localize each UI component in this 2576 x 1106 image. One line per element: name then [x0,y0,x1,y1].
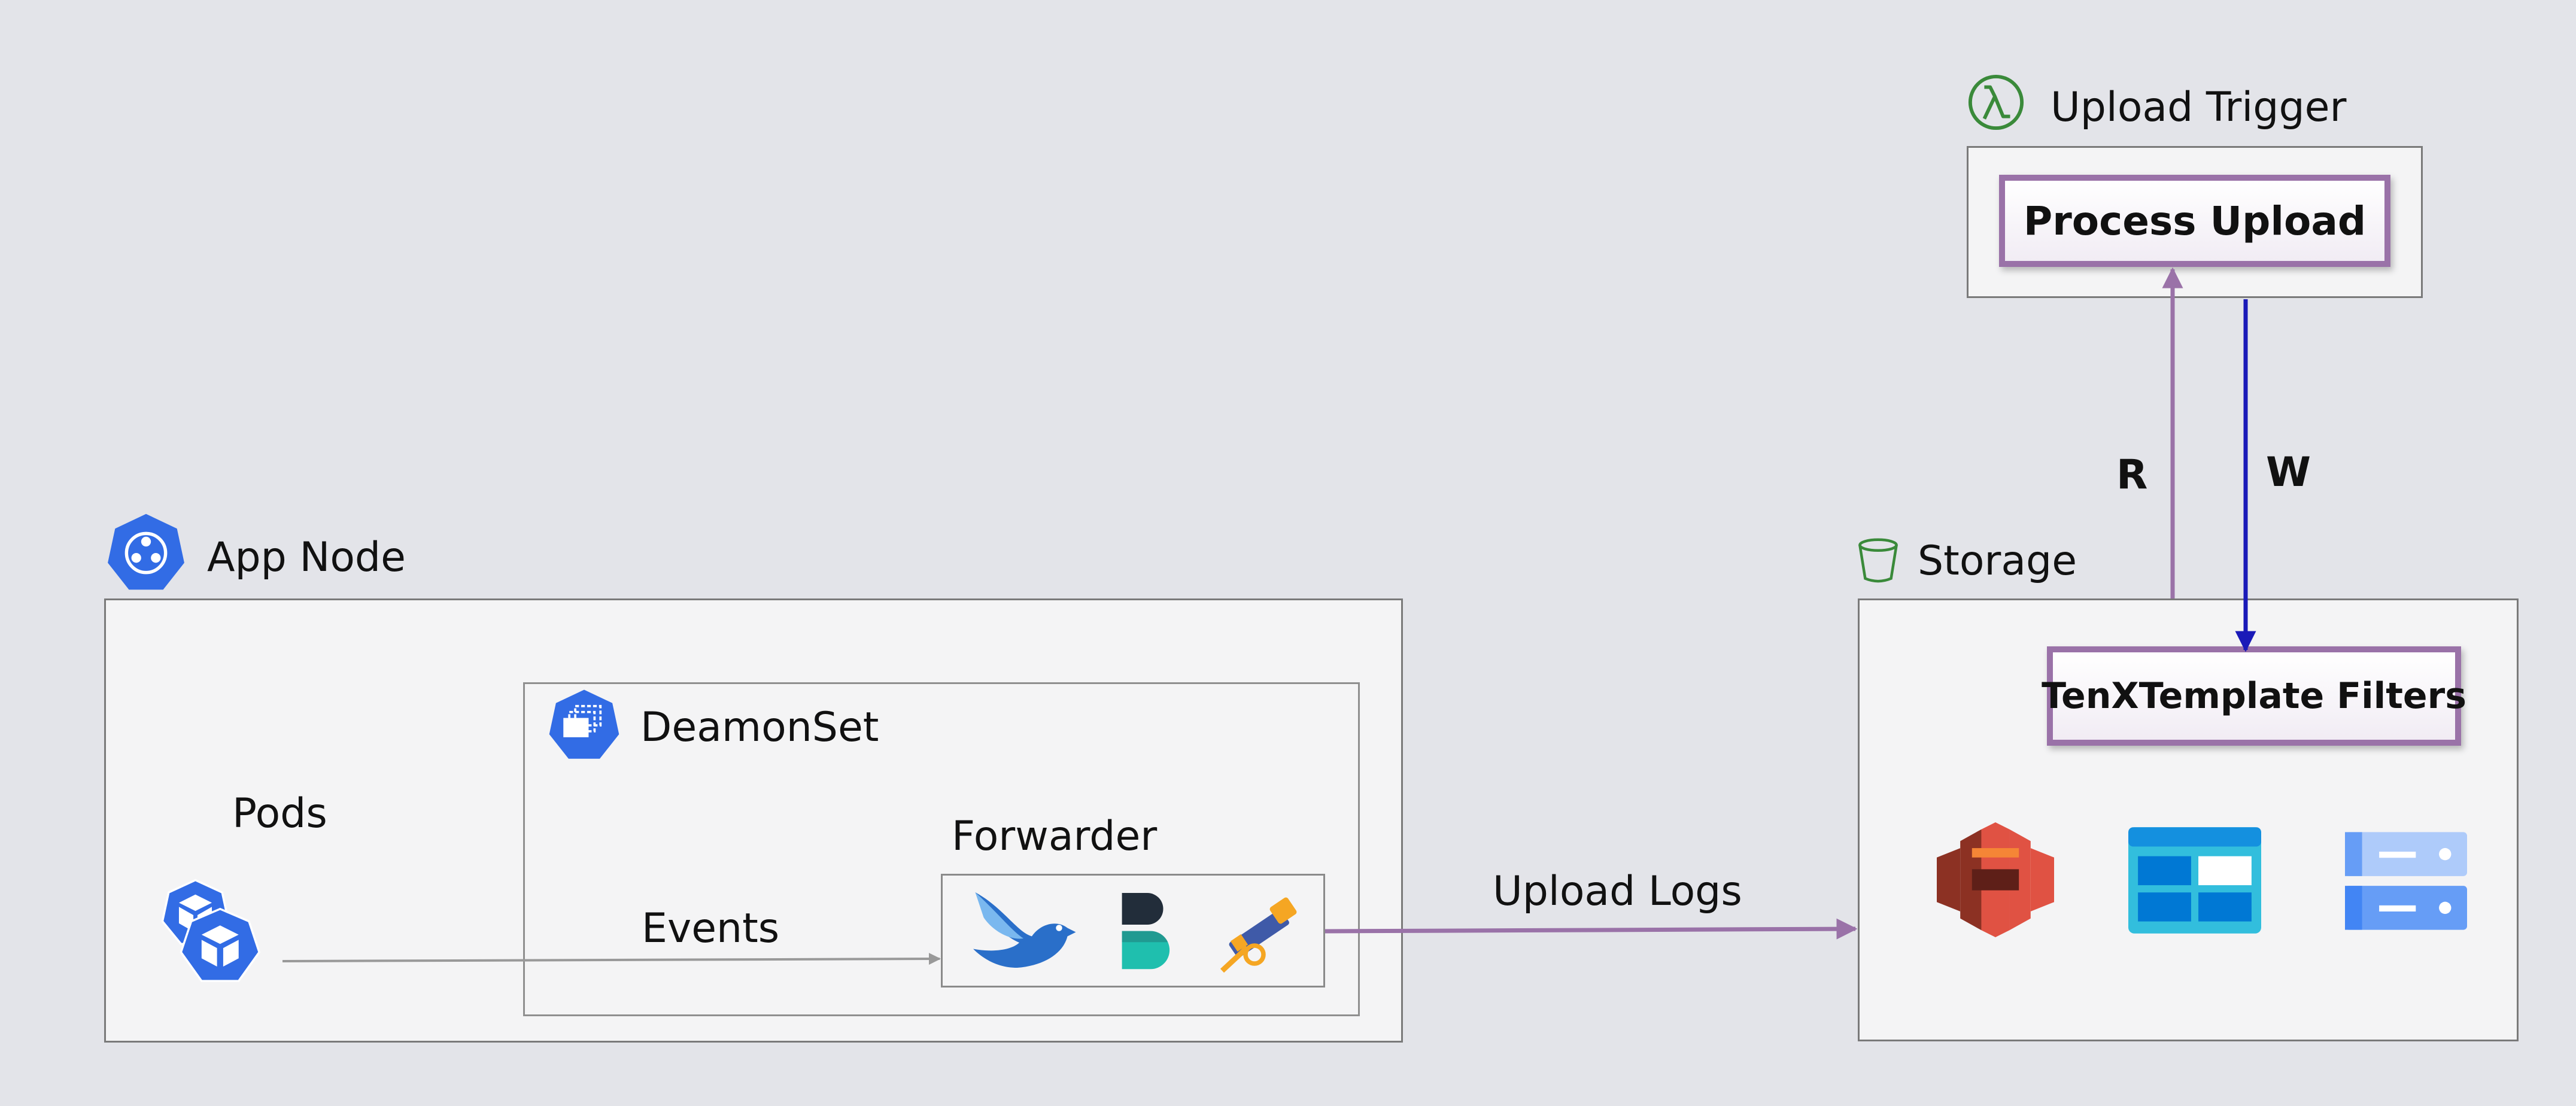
s3-icon [1937,822,2054,938]
events-label: Events [642,905,780,952]
upload-logs-label: Upload Logs [1493,868,1742,915]
upload-logs-arrow [1325,918,1858,940]
process-upload-box: Process Upload [1999,175,2390,267]
azure-table-storage-icon [2128,827,2261,934]
lambda-icon [1968,74,2024,130]
bucket-icon [1858,538,1898,583]
pods-label: Pods [232,790,327,837]
upload-trigger-label: Upload Trigger [2051,84,2347,131]
kubernetes-pod-icon [161,879,261,982]
read-edge-label: R [2116,451,2148,499]
write-edge-label: W [2266,449,2311,496]
telescope-icon [1220,897,1297,973]
kubernetes-daemonset-icon [549,689,619,759]
events-arrow [282,953,941,965]
app-node-label: App Node [207,534,406,581]
kubernetes-node-icon [108,514,184,590]
forwarder-label: Forwarder [952,813,1158,860]
storage-label: Storage [1918,537,2077,585]
beats-icon [1122,893,1170,970]
daemonset-label: DeamonSet [640,704,879,751]
server-storage-icon [2345,832,2467,930]
fluentd-icon [973,892,1076,968]
